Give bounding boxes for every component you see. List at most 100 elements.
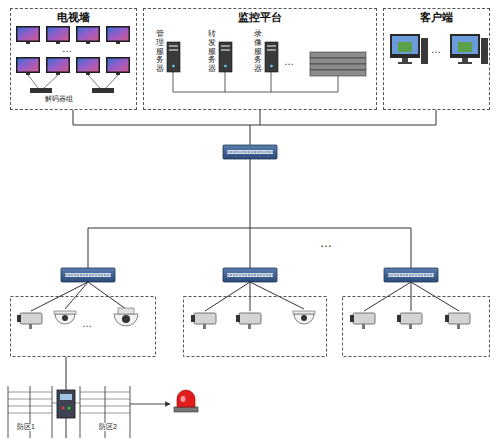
tv-wall	[28, 75, 118, 88]
tv-wall	[92, 88, 114, 93]
tv-wall	[16, 26, 40, 44]
fence	[8, 406, 52, 407]
fence	[80, 392, 130, 393]
alarm-host	[65, 418, 66, 438]
fence	[52, 386, 53, 438]
camera	[191, 313, 216, 329]
fence	[8, 413, 52, 414]
part-label: …	[82, 318, 92, 330]
camera	[17, 313, 42, 329]
fence	[75, 403, 80, 404]
alarm-host	[68, 407, 71, 410]
camera	[236, 313, 261, 329]
group-heading: 电视墙	[11, 11, 136, 24]
network-wire	[88, 282, 126, 309]
tv-wall	[46, 26, 70, 44]
tv-wall	[16, 57, 40, 75]
tv-wall	[30, 88, 52, 93]
part-label: …	[284, 56, 294, 68]
server-group	[310, 58, 366, 64]
server-label: 管理服务器	[156, 30, 164, 74]
alarm-host	[60, 394, 72, 400]
alarm-siren	[181, 396, 186, 402]
network-wire	[88, 228, 89, 268]
camera	[118, 308, 134, 314]
group-box: 客户端	[383, 8, 490, 110]
tv-wall	[46, 57, 70, 75]
group-heading: 监控平台	[144, 11, 376, 24]
fence	[8, 392, 52, 393]
server-group	[173, 72, 174, 92]
camera	[54, 311, 76, 324]
network-switch	[61, 268, 115, 282]
server-group	[338, 76, 339, 92]
fence	[80, 413, 130, 414]
server-group	[265, 42, 278, 72]
network-wire	[31, 282, 88, 311]
client-group	[390, 34, 428, 64]
camera-group-outline	[343, 297, 490, 357]
server-group	[219, 42, 232, 72]
tv-wall	[76, 26, 100, 44]
fence	[80, 406, 130, 407]
network-wire	[411, 282, 412, 311]
network-wire	[436, 110, 437, 125]
tv-wall	[106, 57, 130, 75]
server-group	[225, 72, 226, 92]
alarm-host	[57, 390, 75, 438]
network-switch	[61, 145, 438, 282]
server-label: 录像服务器	[254, 30, 262, 74]
tv-wall	[16, 26, 130, 93]
camera-group-outline	[11, 297, 490, 357]
network-wire	[66, 357, 67, 390]
network-wire	[73, 125, 436, 126]
part-label: 解码器组	[45, 95, 73, 103]
network-wire	[250, 282, 304, 309]
camera	[293, 311, 315, 324]
part-label: 防区2	[98, 423, 118, 431]
network-wire	[260, 110, 261, 125]
network-wire	[31, 110, 459, 390]
camera	[445, 313, 470, 329]
alarm-siren	[130, 404, 170, 405]
server-label: 转发服务器	[208, 30, 216, 74]
camera	[114, 314, 138, 326]
alarm-host	[62, 407, 65, 410]
network-switch	[384, 268, 438, 282]
alarm-siren	[174, 407, 198, 412]
fence	[80, 386, 81, 438]
network-wire	[205, 282, 250, 311]
camera	[114, 308, 138, 326]
alarm-siren	[130, 390, 198, 412]
tv-wall	[28, 75, 38, 88]
network-wire	[250, 125, 251, 145]
camera	[397, 313, 422, 329]
server-group	[310, 52, 366, 76]
network-wire	[73, 110, 74, 125]
camera	[17, 308, 470, 329]
part-label: 防区1	[16, 423, 36, 431]
part-label: …	[431, 44, 441, 56]
server-group	[167, 42, 180, 72]
camera-group-outline	[11, 297, 156, 357]
tv-wall	[106, 26, 130, 44]
tv-wall	[88, 75, 100, 88]
server-group	[167, 42, 366, 92]
server-group	[271, 72, 272, 92]
client-group	[390, 34, 488, 64]
network-switch	[223, 145, 277, 159]
server-group	[310, 52, 366, 58]
network-wire	[65, 282, 88, 309]
part-label: …	[320, 236, 332, 250]
tv-wall	[76, 57, 100, 75]
server-group	[173, 72, 338, 92]
camera	[350, 313, 375, 329]
server-group	[173, 92, 338, 93]
fence	[130, 386, 131, 438]
alarm-siren	[177, 390, 195, 407]
network-wire	[250, 159, 251, 228]
server-group	[310, 70, 366, 76]
alarm-host	[57, 390, 75, 418]
part-label: …	[62, 43, 72, 55]
